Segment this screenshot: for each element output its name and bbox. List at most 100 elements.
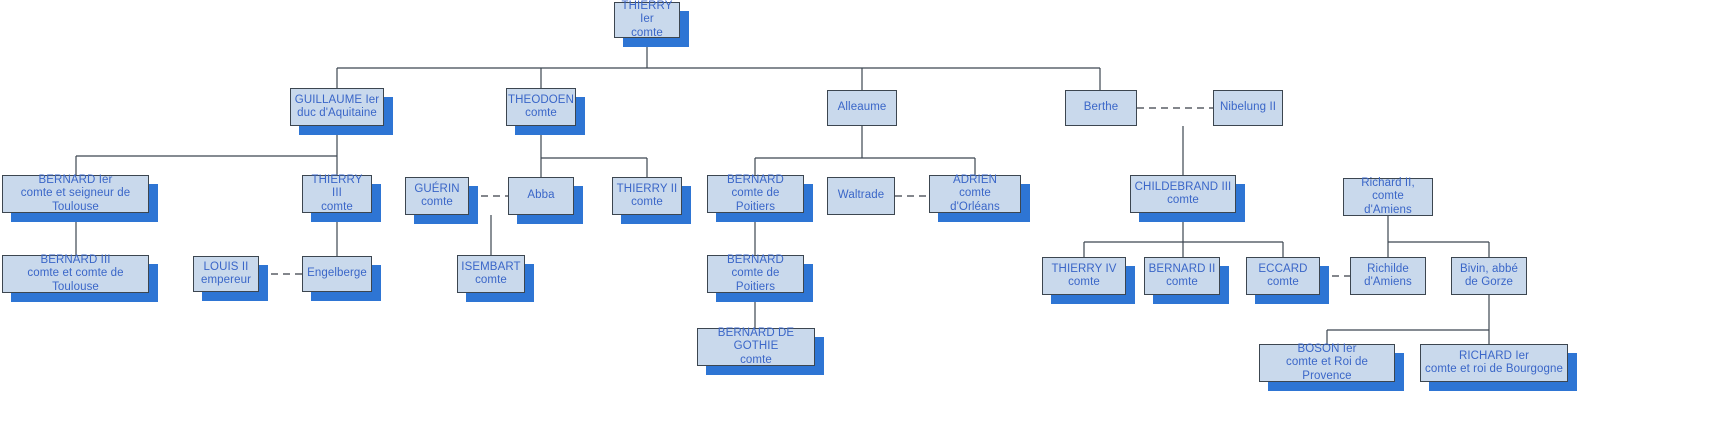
node-name-line: GUÉRIN	[414, 182, 460, 195]
node-title-line: comte	[740, 353, 772, 366]
node-title-line: comte	[421, 196, 453, 208]
node-name-line: ISEMBART	[461, 260, 521, 273]
node-name-line: BERNARD	[727, 253, 784, 266]
node-name-line: Nibelung II	[1219, 101, 1277, 114]
node-title-line: comte	[525, 107, 557, 119]
tree-node-label: Abba	[524, 189, 557, 203]
node-name-line: THIERRY Ier	[621, 0, 673, 26]
node-name-line: Richard II, comte	[1361, 176, 1415, 203]
node-name-line: Engelberge	[307, 267, 367, 280]
tree-node-engelberge[interactable]: Engelberge	[302, 256, 372, 292]
node-name-line: Waltrade	[837, 189, 885, 202]
node-title-line: duc d'Aquitaine	[297, 107, 377, 119]
descent-connectors	[75, 38, 1490, 344]
node-title-line: comte	[321, 200, 353, 213]
node-title-line: comte	[1068, 276, 1100, 288]
tree-node-waltrade[interactable]: Waltrade	[827, 177, 895, 215]
node-title-line: comte	[631, 26, 663, 39]
node-title-line: comte	[1166, 276, 1198, 288]
node-name-line: RICHARD Ier	[1458, 349, 1530, 362]
node-name-line: BERNARD Ier	[38, 173, 113, 186]
node-name-line: GUILLAUME Ier	[294, 93, 380, 106]
node-name-line: ECCARD	[1258, 262, 1308, 275]
tree-node-label: Waltrade	[835, 189, 887, 203]
node-name-line: THIERRY IV	[1051, 262, 1117, 275]
node-name-line: BERNARD II	[1148, 262, 1216, 275]
node-title-line: comte d'Orléans	[950, 187, 1000, 213]
tree-node-label: Berthe	[1081, 101, 1121, 115]
node-name-line: BERNARD DE GOTHIE	[717, 326, 795, 353]
node-name-line: CHILDEBRAND III	[1134, 180, 1232, 193]
tree-node-nibelung2[interactable]: Nibelung II	[1213, 90, 1283, 126]
tree-node-label: Alleaume	[835, 101, 890, 115]
node-title-line: comte	[1267, 276, 1299, 288]
node-title-line: de Gorze	[1464, 276, 1514, 288]
node-name-line: Abba	[527, 189, 555, 202]
tree-node-berthe[interactable]: Berthe	[1065, 90, 1137, 126]
node-title-line: d'Amiens	[1364, 276, 1412, 288]
node-name-line: BERNARD	[727, 173, 784, 186]
node-title-line: comte et seigneur de Toulouse	[20, 187, 131, 213]
node-title-line: empereur	[200, 274, 252, 286]
node-name-line: Alleaume	[837, 101, 887, 114]
node-title-line: comte de Poitiers	[731, 267, 780, 293]
tree-node-alleaume[interactable]: Alleaume	[827, 90, 897, 126]
tree-node-abba[interactable]: Abba	[508, 177, 574, 215]
node-title-line: comte et comte de Toulouse	[27, 267, 124, 293]
node-title-line: comte et roi de Bourgogne	[1424, 363, 1564, 375]
tree-node-label: Engelberge	[304, 267, 370, 281]
tree-node-label: Nibelung II	[1217, 101, 1279, 115]
node-title-line: comte et Roi de Provence	[1285, 356, 1369, 382]
node-title-line: d'Amiens	[1364, 203, 1412, 216]
node-name-line: ADRIEN	[952, 173, 998, 186]
node-title-line: comte	[631, 196, 663, 208]
node-name-line: BERNARD III	[40, 253, 111, 266]
node-name-line: THIERRY II	[616, 182, 678, 195]
node-name-line: Bivin, abbé	[1460, 262, 1518, 275]
node-name-line: THEODOEN	[508, 93, 574, 106]
node-name-line: LOUIS II	[203, 260, 249, 273]
node-name-line: THIERRY III	[311, 173, 363, 200]
node-name-line: BOSON Ier	[1297, 342, 1357, 355]
